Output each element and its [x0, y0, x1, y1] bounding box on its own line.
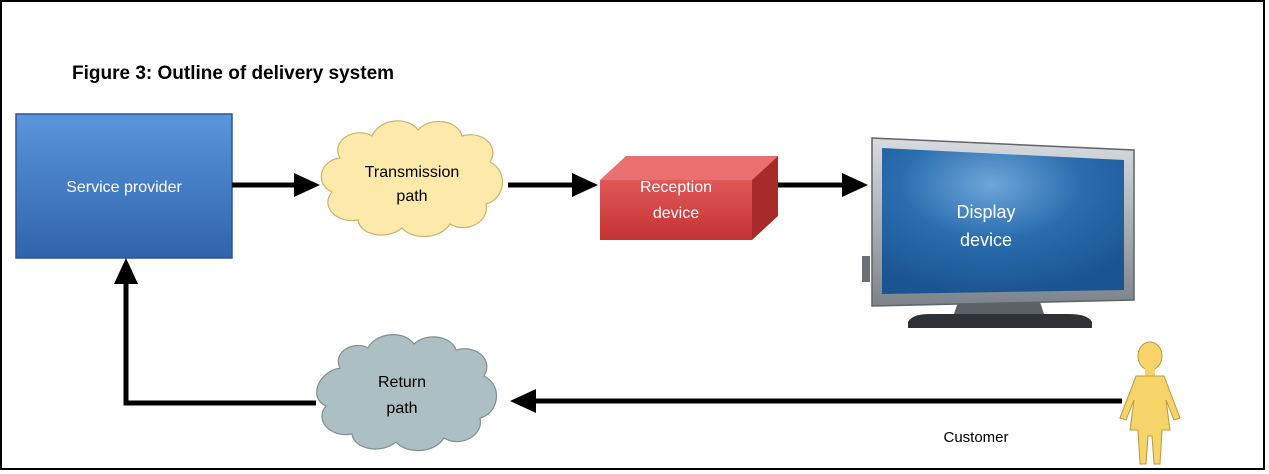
arrow-transmission-to-reception: [508, 173, 598, 197]
return-path-label-line1: Return: [378, 374, 426, 391]
arrow-customer-to-return-path: [510, 389, 1122, 413]
customer-figure-icon: [1119, 341, 1181, 465]
tv-stand-base: [908, 314, 1092, 328]
transmission-cloud: [320, 120, 504, 238]
return-path-node: Return path: [316, 334, 498, 452]
reception-box-front: [600, 180, 752, 240]
reception-box-top: [600, 156, 778, 180]
reception-device-label-line2: device: [653, 205, 699, 222]
transmission-path-label-line2: path: [396, 188, 427, 205]
tv-screen: [882, 148, 1124, 294]
reception-device-label-line1: Reception: [640, 179, 712, 196]
figure-title: Figure 3: Outline of delivery system: [72, 63, 395, 84]
tv-side-button: [862, 256, 870, 282]
display-device-node: Display device: [862, 137, 1135, 328]
reception-box-side: [752, 156, 778, 240]
customer-label: Customer: [943, 429, 1008, 446]
arrow-return-to-provider: [114, 258, 316, 406]
service-provider-box: [15, 113, 233, 259]
transmission-path-node: Transmission path: [320, 120, 504, 238]
service-provider-label: Service provider: [66, 179, 182, 196]
display-device-label-line2: device: [960, 230, 1012, 250]
arrow-provider-to-transmission: [232, 173, 320, 197]
service-provider-node: Service provider: [15, 113, 233, 259]
transmission-path-label-line1: Transmission: [365, 164, 460, 181]
tv-stand-neck: [954, 302, 1044, 314]
return-cloud: [316, 334, 498, 452]
reception-device-node: Reception device: [600, 156, 778, 240]
return-path-label-line2: path: [386, 400, 417, 417]
arrow-reception-to-display: [778, 173, 868, 197]
display-device-label-line1: Display: [956, 202, 1015, 222]
